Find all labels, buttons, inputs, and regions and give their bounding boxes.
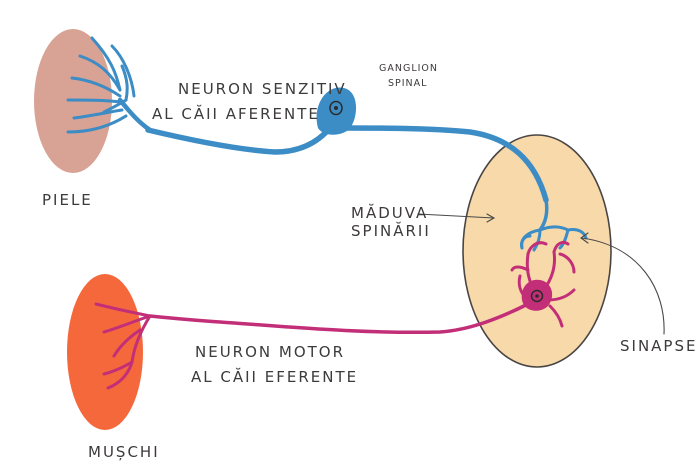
muscle-label: MUȘCHI xyxy=(88,443,160,461)
motor-neuron-label-line2: AL CĂII EFERENTE xyxy=(191,367,358,386)
muscle-shape xyxy=(67,274,143,430)
motor-nucleus xyxy=(530,289,544,303)
skin-label: PIELE xyxy=(42,191,93,209)
motor-neuron xyxy=(94,240,576,390)
sensory-neuron-label-line1: NEURON SENZITIV xyxy=(178,80,347,98)
spinal-cord-pointer-head xyxy=(486,213,496,223)
spinal-cord-shape xyxy=(462,134,612,368)
ganglion-label-line2: SPINAL xyxy=(388,78,427,89)
spinal-cord-label-line1: MĂDUVA xyxy=(351,203,428,222)
ganglion-nucleolus xyxy=(334,106,338,110)
ganglion-nucleus xyxy=(329,100,343,116)
spinal-cord-pointer xyxy=(417,213,495,219)
spinal-cord-label-line2: SPINĂRII xyxy=(351,221,431,240)
motor-neuron-label-line1: NEURON MOTOR xyxy=(195,343,345,361)
ganglion-label-line1: GANGLION xyxy=(379,63,438,74)
ganglion-cell-body xyxy=(316,87,357,135)
synapse-pointer xyxy=(581,237,665,335)
sensory-neuron xyxy=(66,36,588,252)
synapse-pointer-head xyxy=(580,232,589,244)
sensory-neuron-label-line2: AL CĂII AFERENTE xyxy=(152,104,320,123)
synapse-label: SINAPSE xyxy=(620,337,697,355)
motor-nucleolus xyxy=(535,294,539,298)
